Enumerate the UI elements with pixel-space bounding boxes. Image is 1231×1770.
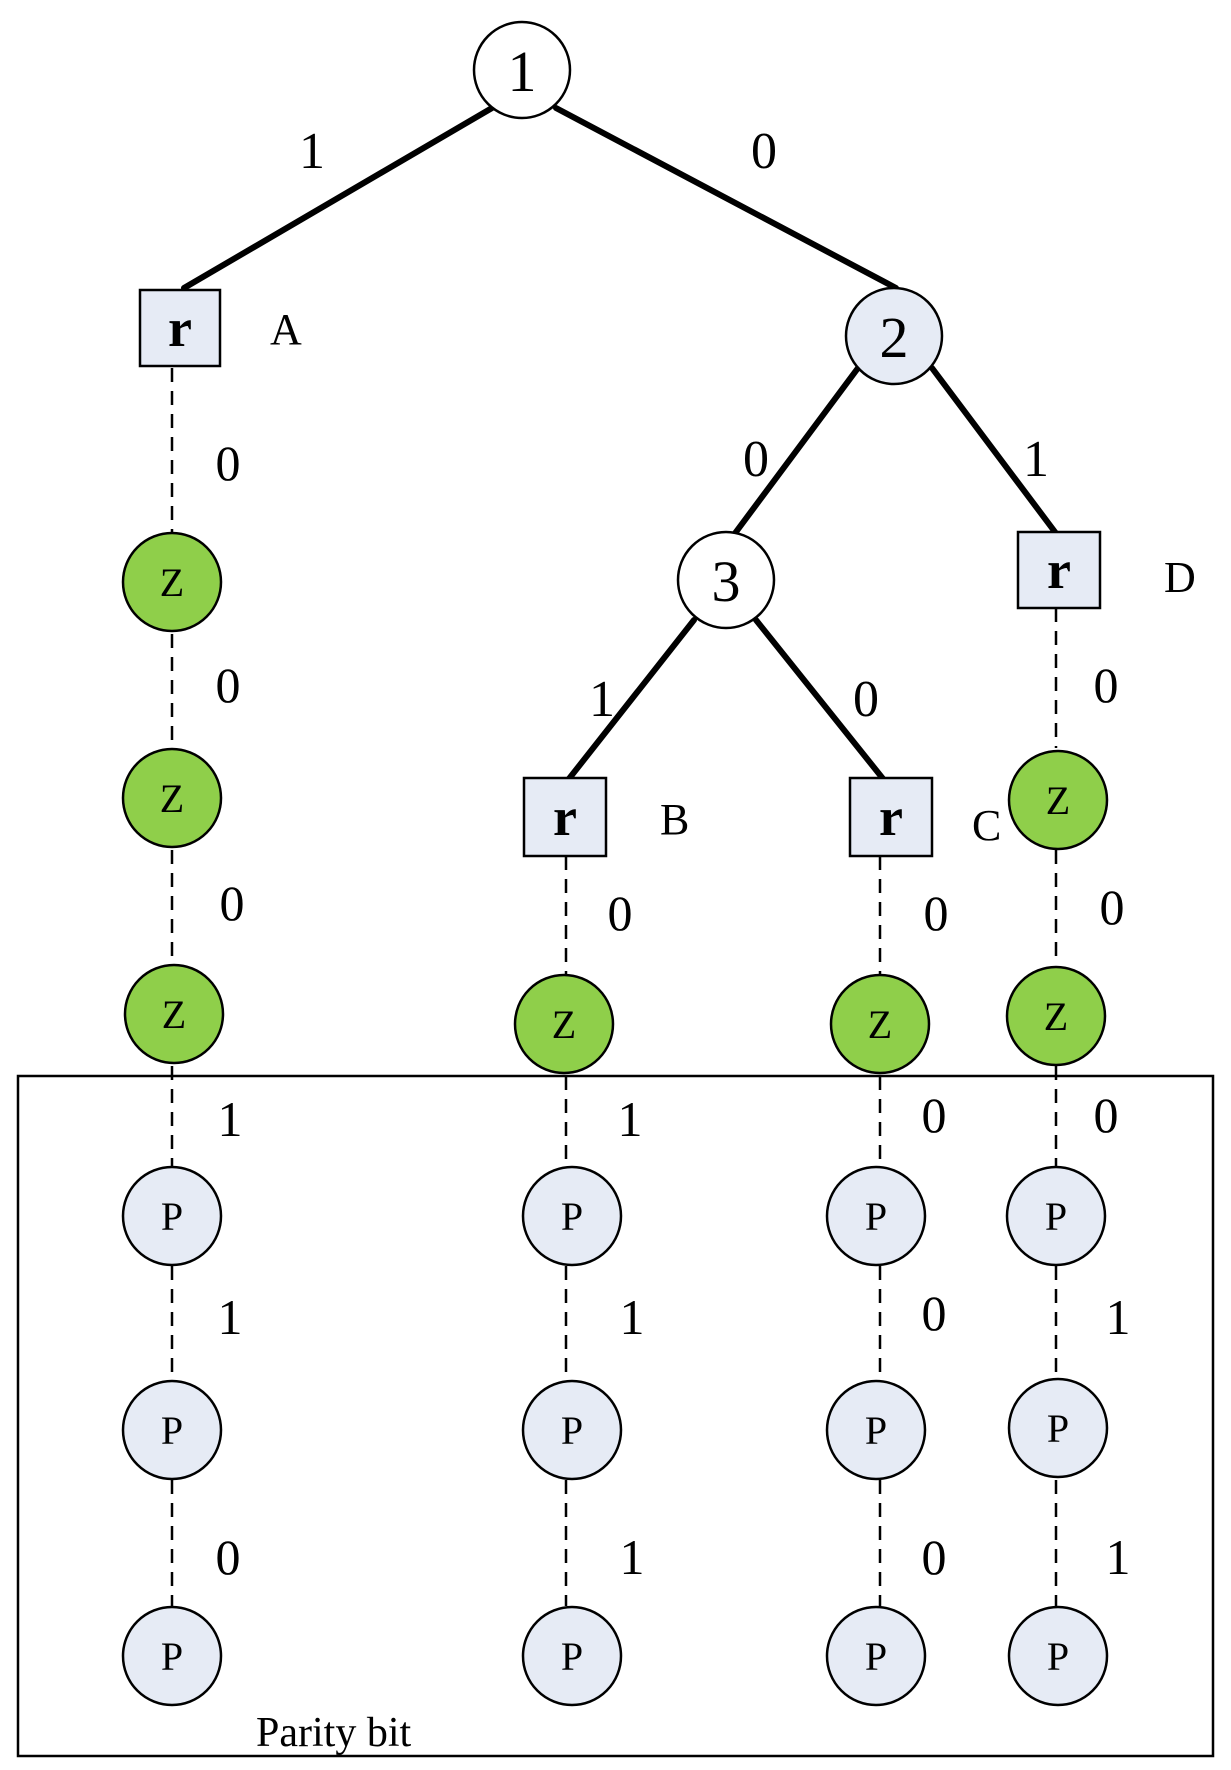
p-node-d-1: P <box>1005 1165 1107 1267</box>
leaf-node-d: r <box>1016 530 1102 610</box>
edge-1-to-a <box>181 105 495 291</box>
p-node-label: P <box>865 1408 887 1453</box>
edge-2-to-3 <box>727 365 861 543</box>
node-1-label: 1 <box>508 39 537 104</box>
leaf-name-d: D <box>1164 553 1196 602</box>
p-node-label: P <box>865 1194 887 1239</box>
edge-label-1-to-a: 1 <box>299 123 325 180</box>
z-node-label: Z <box>1044 994 1068 1039</box>
chain-d-zero-bit-2: 0 <box>1100 879 1125 935</box>
p-node-label: P <box>865 1634 887 1679</box>
z-node-label: Z <box>1046 778 1070 823</box>
node-2: 2 <box>844 286 944 386</box>
chain-c-parity-bit-2: 0 <box>922 1285 947 1341</box>
p-nodes: P P P P P P P P <box>121 1165 1109 1707</box>
p-node-label: P <box>161 1634 183 1679</box>
chain-d-zero-bit-1: 0 <box>1094 657 1119 713</box>
leaf-node-a: r <box>138 288 222 368</box>
z-node-a-3: Z <box>123 963 225 1065</box>
p-node-label: P <box>561 1634 583 1679</box>
p-node-b-3: P <box>521 1605 623 1707</box>
leaf-name-a: A <box>270 305 302 354</box>
edge-label-2-to-3: 0 <box>743 431 769 488</box>
chain-c-parity-bit-1: 0 <box>922 1087 947 1143</box>
edge-1-to-2 <box>553 105 899 291</box>
chain-b-parity-bit-3: 1 <box>620 1529 645 1585</box>
z-nodes: Z Z Z Z Z Z Z <box>121 531 1109 1075</box>
edge-labels: 1 0 0 1 1 0 <box>299 123 1049 728</box>
leaf-name-c: C <box>972 801 1001 850</box>
chain-b-parity-bit-2: 1 <box>620 1289 645 1345</box>
chain-c-parity-bit-3: 0 <box>922 1529 947 1585</box>
leaf-node-d-label: r <box>1047 540 1071 600</box>
leaf-node-b-label: r <box>553 787 577 847</box>
edge-3-to-b <box>565 617 697 783</box>
p-node-label: P <box>161 1194 183 1239</box>
p-node-label: P <box>1047 1406 1069 1451</box>
leaf-node-a-label: r <box>168 298 192 358</box>
parity-box <box>16 1074 1215 1758</box>
chain-a-parity-bit-1: 1 <box>218 1091 243 1147</box>
p-node-c-1: P <box>825 1165 927 1267</box>
p-node-a-1: P <box>121 1165 223 1267</box>
p-node-label: P <box>1045 1194 1067 1239</box>
chain-a-zero-bit-3: 0 <box>220 875 245 931</box>
z-node-label: Z <box>162 992 186 1037</box>
edge-label-2-to-d: 1 <box>1023 431 1049 488</box>
p-node-label: P <box>161 1408 183 1453</box>
node-1: 1 <box>472 20 572 120</box>
z-node-label: Z <box>160 776 184 821</box>
parity-box-label: Parity bit <box>256 1710 411 1756</box>
edge-label-3-to-b: 1 <box>589 671 615 728</box>
chain-edges <box>170 368 1058 1606</box>
z-node-a-2: Z <box>121 747 223 849</box>
p-node-c-2: P <box>825 1379 927 1481</box>
chain-a-zero-bit-2: 0 <box>216 657 241 713</box>
p-node-b-1: P <box>521 1165 623 1267</box>
leaf-name-b: B <box>660 795 689 844</box>
chain-c-zero-bit-1: 0 <box>924 885 949 941</box>
p-node-b-2: P <box>521 1379 623 1481</box>
p-node-label: P <box>561 1408 583 1453</box>
p-node-d-3: P <box>1007 1605 1109 1707</box>
chain-b-parity-bit-1: 1 <box>618 1091 643 1147</box>
node-3: 3 <box>676 530 776 630</box>
chain-a-parity-bit-2: 1 <box>218 1289 243 1345</box>
z-node-label: Z <box>868 1002 892 1047</box>
z-node-label: Z <box>552 1002 576 1047</box>
z-node-d-2: Z <box>1005 965 1107 1067</box>
edge-label-3-to-c: 0 <box>853 671 879 728</box>
z-node-label: Z <box>160 560 184 605</box>
p-node-c-3: P <box>825 1605 927 1707</box>
z-node-d-1: Z <box>1007 749 1109 851</box>
z-node-c-1: Z <box>829 973 931 1075</box>
edge-label-1-to-2: 0 <box>751 123 777 180</box>
tree-edges <box>181 105 1061 783</box>
p-node-label: P <box>561 1194 583 1239</box>
z-node-a-1: Z <box>121 531 223 633</box>
chain-a-parity-bit-3: 0 <box>216 1529 241 1585</box>
edge-3-to-c <box>753 617 887 783</box>
edge-2-to-d <box>929 365 1061 539</box>
leaf-node-c-label: r <box>879 787 903 847</box>
p-node-a-2: P <box>121 1379 223 1481</box>
node-3-label: 3 <box>712 549 741 614</box>
leaf-node-c: r <box>848 776 934 858</box>
chain-d-parity-bit-3: 1 <box>1106 1529 1131 1585</box>
z-node-b-1: Z <box>513 973 615 1075</box>
p-node-d-2: P <box>1007 1377 1109 1479</box>
chain-bit-labels: 0 0 0 1 1 0 0 1 1 1 0 0 0 0 0 0 0 1 1 <box>216 435 1131 1585</box>
chain-b-zero-bit-1: 0 <box>608 885 633 941</box>
leaf-node-b: r <box>522 776 608 858</box>
chain-d-parity-bit-1: 0 <box>1094 1087 1119 1143</box>
chain-d-parity-bit-2: 1 <box>1106 1289 1131 1345</box>
p-node-a-3: P <box>121 1605 223 1707</box>
p-node-label: P <box>1047 1634 1069 1679</box>
chain-a-zero-bit-1: 0 <box>216 435 241 491</box>
node-2-label: 2 <box>880 305 909 370</box>
